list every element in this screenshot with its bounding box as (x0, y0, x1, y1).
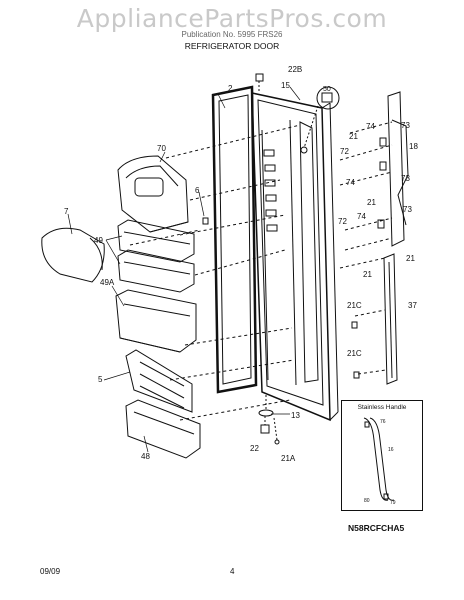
door-bin-49A (115, 289, 197, 353)
callout-72-b: 72 (338, 217, 347, 226)
callout-74-a: 74 (366, 122, 375, 131)
callout-21-b: 21 (367, 198, 376, 207)
callout-7: 7 (64, 207, 69, 216)
callout-49: 49 (94, 236, 103, 245)
callout-72-a: 72 (340, 147, 349, 156)
callout-73-b: 73 (401, 174, 410, 183)
inset-title: Stainless Handle (357, 404, 407, 411)
footer-page-number: 4 (230, 567, 235, 576)
callout-50: 50 (323, 86, 331, 93)
stainless-handle-inset: Stainless Handle 76 16 80 79 (341, 400, 423, 511)
callout-73-a: 73 (401, 121, 410, 130)
shelf-frame-5 (125, 349, 193, 413)
handle-lower-37 (339, 253, 398, 385)
callout-70: 70 (157, 144, 166, 153)
callout-73-c: 73 (403, 205, 412, 214)
callout-labels: 22B 15 2 50 21 74 73 18 72 74 21 73 70 6… (64, 65, 418, 463)
section-title: REFRIGERATOR DOOR (184, 41, 280, 51)
projection-lines (129, 124, 301, 421)
dairy-door-7 (41, 227, 105, 283)
callout-74-c: 74 (357, 212, 366, 221)
callout-2: 2 (228, 84, 233, 93)
callout-48: 48 (141, 452, 150, 461)
diagram-code: N58RCFCHA5 (348, 523, 405, 533)
door-liner (251, 92, 339, 422)
callout-21-d: 21 (406, 254, 415, 263)
part-6-screw (202, 217, 209, 225)
inset-label-76: 76 (380, 419, 386, 425)
inset-labels: 76 16 80 79 (364, 419, 396, 506)
part-50-detail (300, 86, 340, 154)
callout-22B: 22B (288, 65, 302, 74)
part-22B-hinge (255, 73, 264, 92)
dairy-bin-70 (117, 155, 189, 233)
callout-13: 13 (291, 411, 300, 420)
callout-21C-a: 21C (347, 301, 362, 310)
leader-lines (67, 86, 301, 453)
callout-21A: 21A (281, 454, 296, 463)
callout-74-b: 74 (346, 178, 355, 187)
publication-header: Publication No. 5995 FRS26 (181, 30, 283, 39)
callout-15: 15 (281, 81, 290, 90)
inset-label-80: 80 (364, 498, 370, 504)
bottom-hinge-parts (258, 395, 280, 445)
inset-label-16: 16 (388, 447, 394, 453)
handle-trim-upper (339, 91, 409, 251)
inset-stainless-handle-drawing (363, 417, 395, 501)
watermark-text: AppliancePartsPros.com (76, 4, 388, 33)
callout-6: 6 (195, 186, 200, 195)
bottom-bin-48 (125, 399, 201, 459)
callout-22: 22 (250, 444, 259, 453)
callout-49A: 49A (100, 278, 115, 287)
callout-21C-b: 21C (347, 349, 362, 358)
inset-label-79: 79 (390, 500, 396, 506)
door-bin-49 (117, 219, 195, 293)
footer-date: 09/09 (40, 567, 61, 576)
callout-37: 37 (408, 301, 417, 310)
callout-21-c: 21 (363, 270, 372, 279)
callout-21-a: 21 (349, 132, 358, 141)
door-gasket (211, 85, 258, 394)
callout-18: 18 (409, 142, 418, 151)
callout-5: 5 (98, 375, 103, 384)
